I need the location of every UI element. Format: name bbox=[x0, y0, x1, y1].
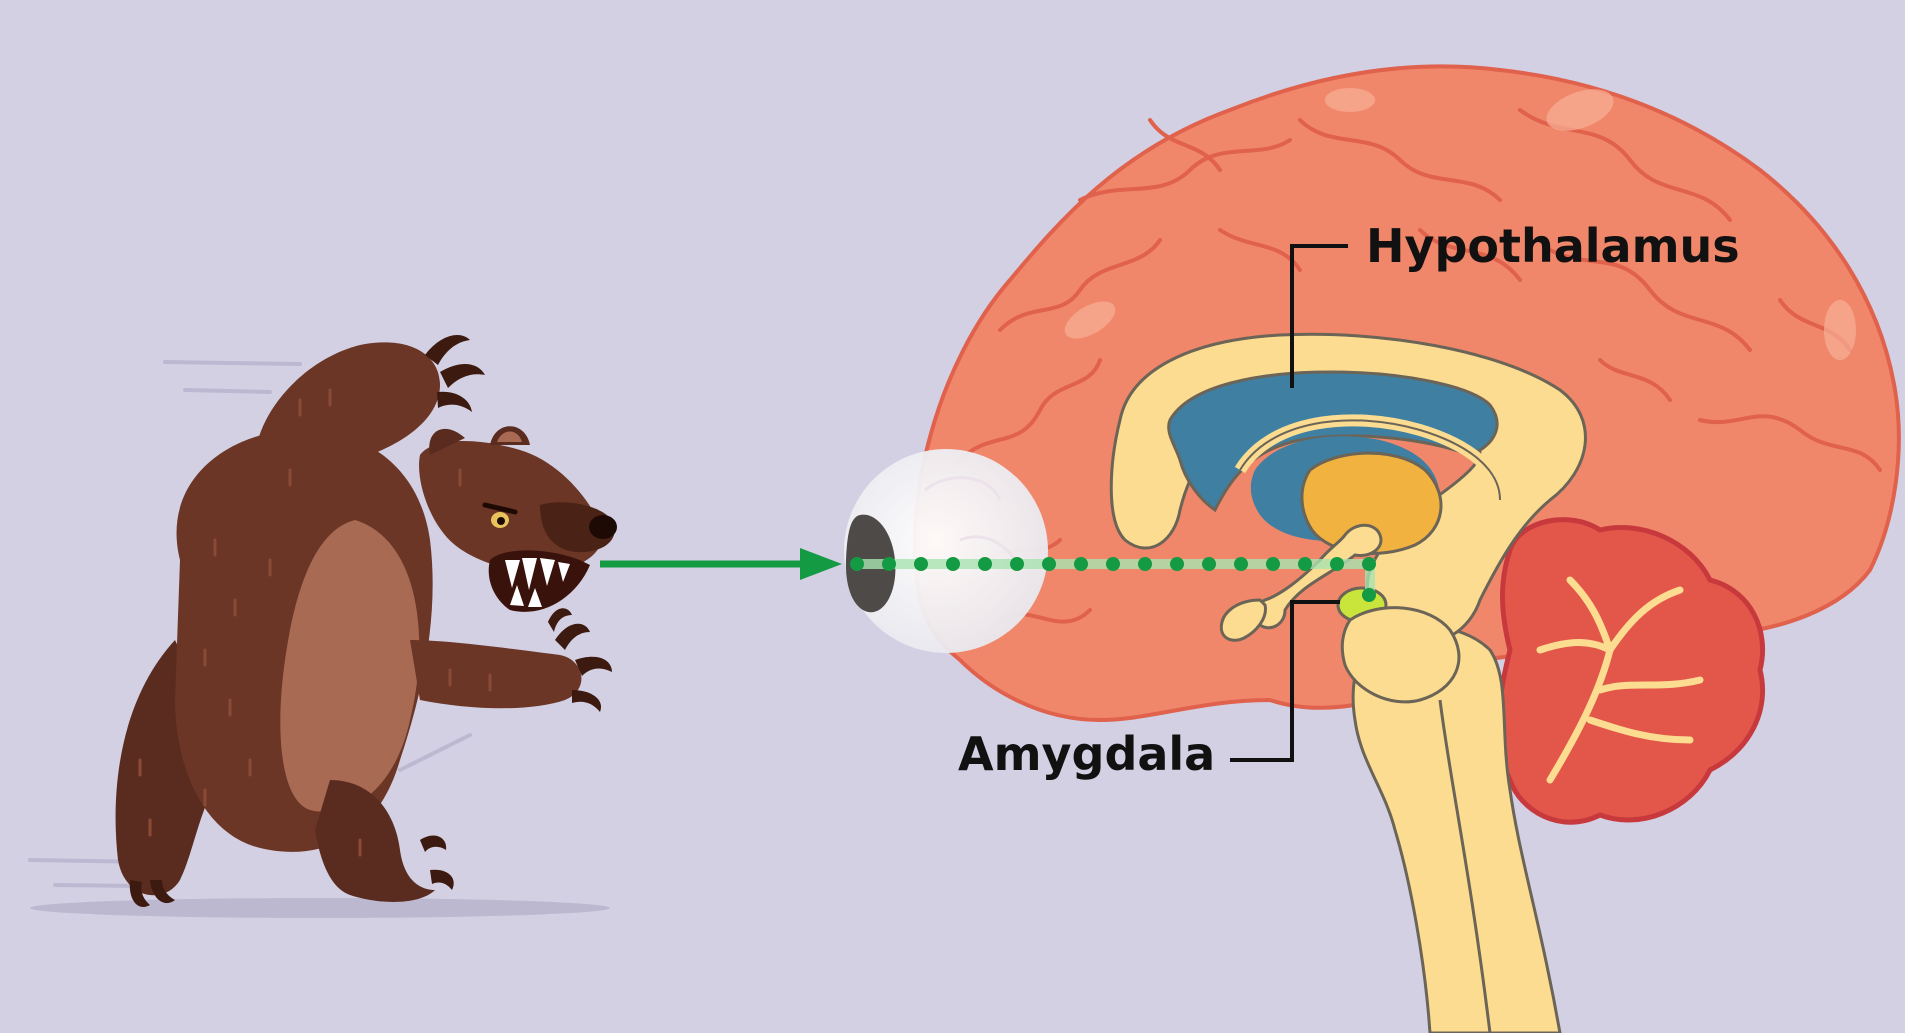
eye-icon bbox=[844, 449, 1048, 653]
bear-pupil bbox=[497, 517, 505, 525]
bear-icon bbox=[30, 335, 617, 918]
bear-nose bbox=[589, 515, 617, 539]
sight-arrow bbox=[600, 548, 842, 580]
brain-icon bbox=[915, 66, 1899, 1033]
amygdala-label: Amygdala bbox=[958, 727, 1215, 781]
bear-shadow bbox=[30, 898, 610, 918]
bear-front-arm bbox=[410, 640, 581, 708]
bear-front-leg bbox=[315, 780, 435, 902]
hypothalamus-label: Hypothalamus bbox=[1366, 219, 1740, 273]
